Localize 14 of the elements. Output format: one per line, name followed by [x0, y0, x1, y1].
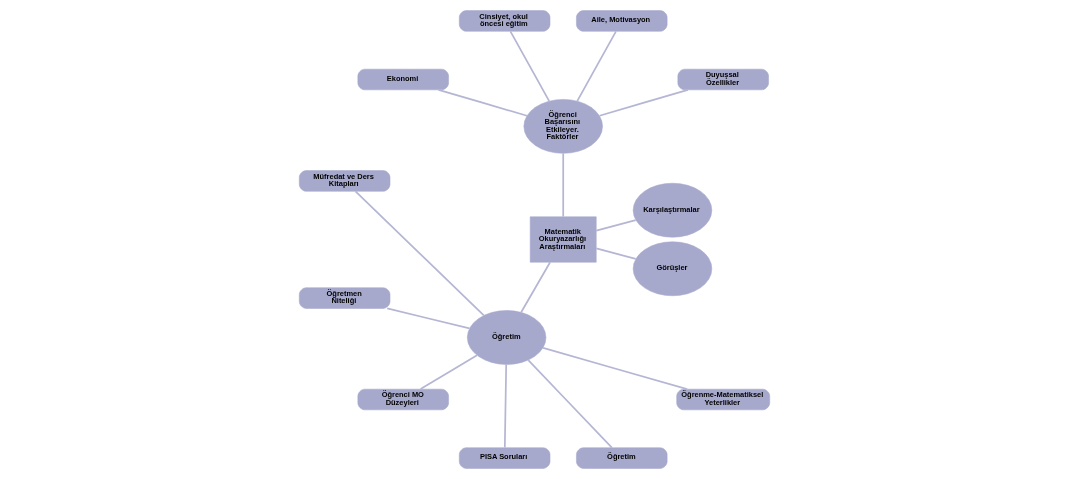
connector [594, 247, 637, 260]
connector [509, 30, 550, 102]
connector [354, 190, 485, 317]
connector [519, 261, 551, 314]
connector [594, 219, 637, 232]
connector [503, 363, 507, 449]
connector [561, 152, 564, 218]
connector [541, 347, 688, 391]
connector [575, 30, 617, 102]
connector [419, 354, 478, 390]
connector [385, 307, 470, 330]
connector [526, 359, 613, 449]
connector [437, 89, 528, 117]
connector [598, 89, 689, 117]
